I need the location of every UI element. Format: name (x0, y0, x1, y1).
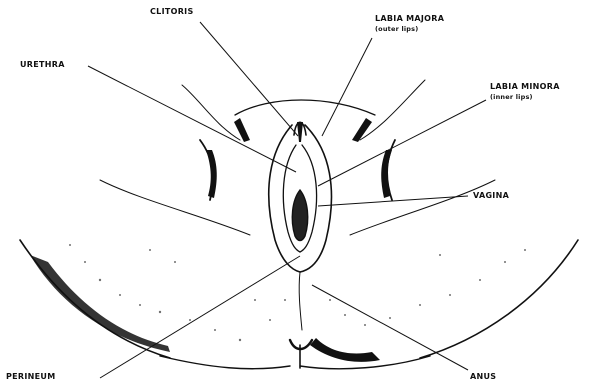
label-urethra: URETHRA (20, 60, 65, 69)
right-groin-shade (381, 150, 392, 198)
inner-left-thigh (100, 180, 250, 235)
upper-left-fold (182, 85, 240, 140)
anus-shape (290, 340, 312, 349)
label-clitoris: CLITORIS (150, 7, 194, 16)
left-groin-shade (206, 150, 217, 198)
label-perineum: PERINEUM (6, 372, 55, 381)
mons-contour (235, 100, 375, 115)
right-thigh-contour (420, 240, 578, 358)
label-vagina: VAGINA (473, 191, 509, 200)
perineum-line (299, 272, 302, 330)
leader-perineum (100, 256, 300, 378)
label-labia-majora: LABIA MAJORA (375, 14, 444, 23)
label-labia-minora: LABIA MINORA (490, 82, 560, 91)
vaginal-opening (292, 190, 307, 241)
inner-right-thigh (350, 180, 495, 235)
upper-right-fold (360, 80, 425, 140)
leader-urethra (88, 66, 296, 172)
right-bottom-shade (310, 338, 380, 362)
label-labia-majora-sub: (outer lips) (375, 25, 418, 34)
label-labia-minora-sub: (inner lips) (490, 93, 533, 102)
left-thigh-shade (30, 255, 170, 352)
upper-left-shade (234, 118, 250, 142)
leader-labia-minora (318, 100, 486, 186)
clitoris-shade (297, 122, 303, 142)
label-anus: ANUS (470, 372, 496, 381)
stipple-dots (69, 244, 526, 341)
bottom-left-contour (160, 356, 290, 369)
